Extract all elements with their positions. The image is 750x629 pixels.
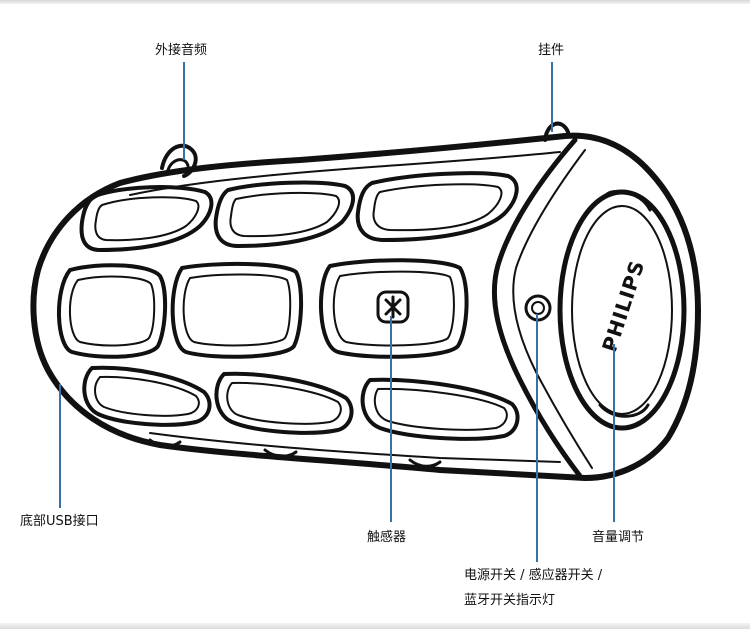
label-touch-sensor: 触感器	[367, 530, 407, 545]
grill-bottom-2	[214, 371, 354, 435]
label-power-line2: 蓝牙开关指示灯	[464, 593, 556, 608]
grill-bottom-3	[360, 377, 520, 441]
label-external-audio: 外接音频	[155, 43, 208, 58]
top-border	[0, 0, 750, 4]
label-volume-control: 音量调节	[592, 530, 645, 545]
lanyard-left-ring	[166, 158, 190, 172]
grill-mid-3	[319, 258, 469, 359]
grill-top-1	[79, 185, 214, 252]
grill-top-2	[213, 180, 355, 248]
brand-logo: PHILIPS	[597, 257, 649, 355]
speaker-body-inner	[129, 151, 561, 196]
label-power-line1: 电源开关 / 感应器开关 /	[464, 568, 603, 583]
volume-dial-inner	[571, 205, 673, 415]
bottom-border	[0, 623, 750, 629]
end-cap-divider	[491, 137, 583, 479]
label-bottom-usb: 底部USB接口	[20, 514, 99, 529]
asterisk-icon	[376, 290, 410, 324]
grill-bottom-1	[82, 365, 212, 427]
label-hook: 挂件	[538, 43, 565, 58]
grill-mid-1	[57, 263, 168, 359]
speaker-body-outline	[30, 132, 701, 481]
grill-mid-2	[170, 261, 304, 359]
grill-top-3	[355, 171, 519, 242]
